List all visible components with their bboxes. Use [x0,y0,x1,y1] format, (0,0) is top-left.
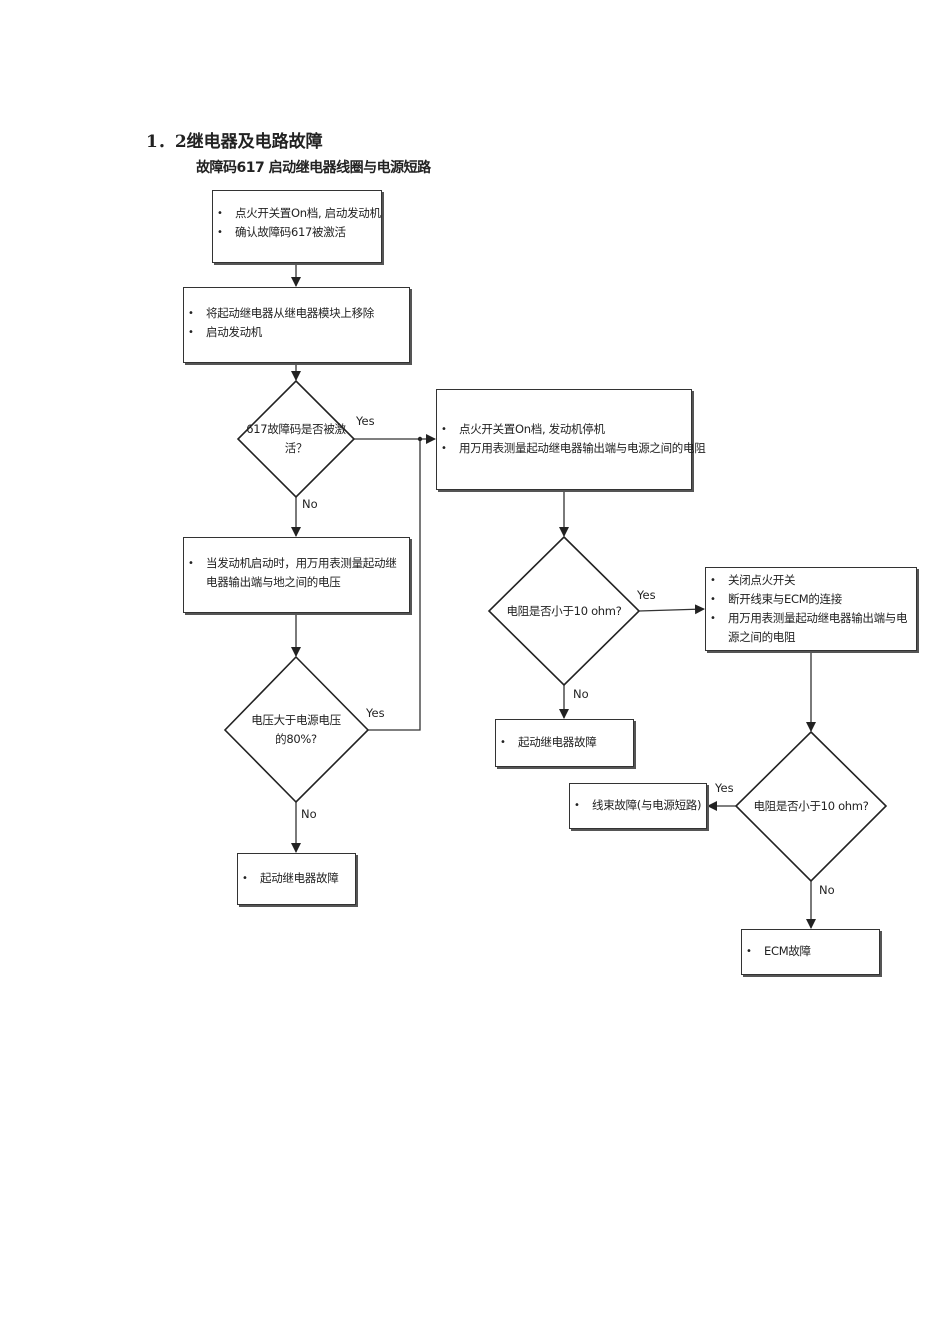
edge-label-d4-no: No [819,883,835,897]
process-box-b3: 当发动机启动时，用万用表测量起动继电器输出端与地之间的电压 [183,537,410,613]
terminal-box-b8: 线束故障(与电源短路) [569,783,707,829]
b4-result: 起动继电器故障 [238,869,355,888]
edge-label-d3-yes: Yes [637,588,656,602]
b3-step-1: 当发动机启动时，用万用表测量起动继电器输出端与地之间的电压 [184,554,401,592]
b5-step-1: 点火开关置On档, 发动机停机 [437,420,691,439]
b2-step-1: 将起动继电器从继电器模块上移除 [184,304,409,323]
edge-label-d1-no: No [302,497,318,511]
process-box-b1: 点火开关置On档, 启动发动机 确认故障码617被激活 [212,190,382,263]
b1-step-2: 确认故障码617被激活 [213,223,381,242]
edge-label-d3-no: No [573,687,589,701]
terminal-box-b6: 起动继电器故障 [495,719,634,767]
connector-d3-b7 [638,604,705,615]
decision-diamond-d2 [223,655,370,804]
decision-label-d3: 电阻是否小于10 ohm? [506,604,622,618]
decision-label-d2: 电压大于电源电压的80%? [251,713,341,746]
process-box-b7: 关闭点火开关 断开线束与ECM的连接 用万用表测量起动继电器输出端与电源之间的电… [705,567,917,651]
b9-result: ECM故障 [742,942,879,961]
decision-diamond-d3 [487,535,641,687]
b1-step-1: 点火开关置On档, 启动发动机 [213,204,381,223]
connector-d2-yes [368,439,421,731]
process-box-b5: 点火开关置On档, 发动机停机 用万用表测量起动继电器输出端与电源之间的电阻 [436,389,706,490]
edge-label-d1-yes: Yes [356,414,375,428]
section-heading: 1．2继电器及电路故障 [146,132,323,152]
b5-step-2: 用万用表测量起动继电器输出端与电源之间的电阻 [437,439,706,458]
terminal-box-b4: 起动继电器故障 [237,853,356,905]
b7-step-3: 用万用表测量起动继电器输出端与电源之间的电阻 [706,609,910,647]
process-box-b2: 将起动继电器从继电器模块上移除 启动发动机 [183,287,410,363]
b7-step-1: 关闭点火开关 [706,571,910,590]
b8-result: 线束故障(与电源短路) [570,796,706,815]
decision-diamond-d4 [734,730,888,883]
b7-step-2: 断开线束与ECM的连接 [706,590,910,609]
edge-label-d2-yes: Yes [366,706,385,720]
b6-result: 起动继电器故障 [496,733,633,752]
edge-label-d2-no: No [301,807,317,821]
terminal-box-b9: ECM故障 [741,929,880,975]
edge-label-d4-yes: Yes [715,781,734,795]
decision-diamond-d1 [236,379,356,499]
decision-label-d1: 617故障码是否被激活？ [246,422,346,455]
decision-label-d4: 电阻是否小于10 ohm? [753,799,869,813]
b2-step-2: 启动发动机 [184,323,409,342]
flowchart-title: 故障码617 启动继电器线圈与电源短路 [196,160,431,176]
